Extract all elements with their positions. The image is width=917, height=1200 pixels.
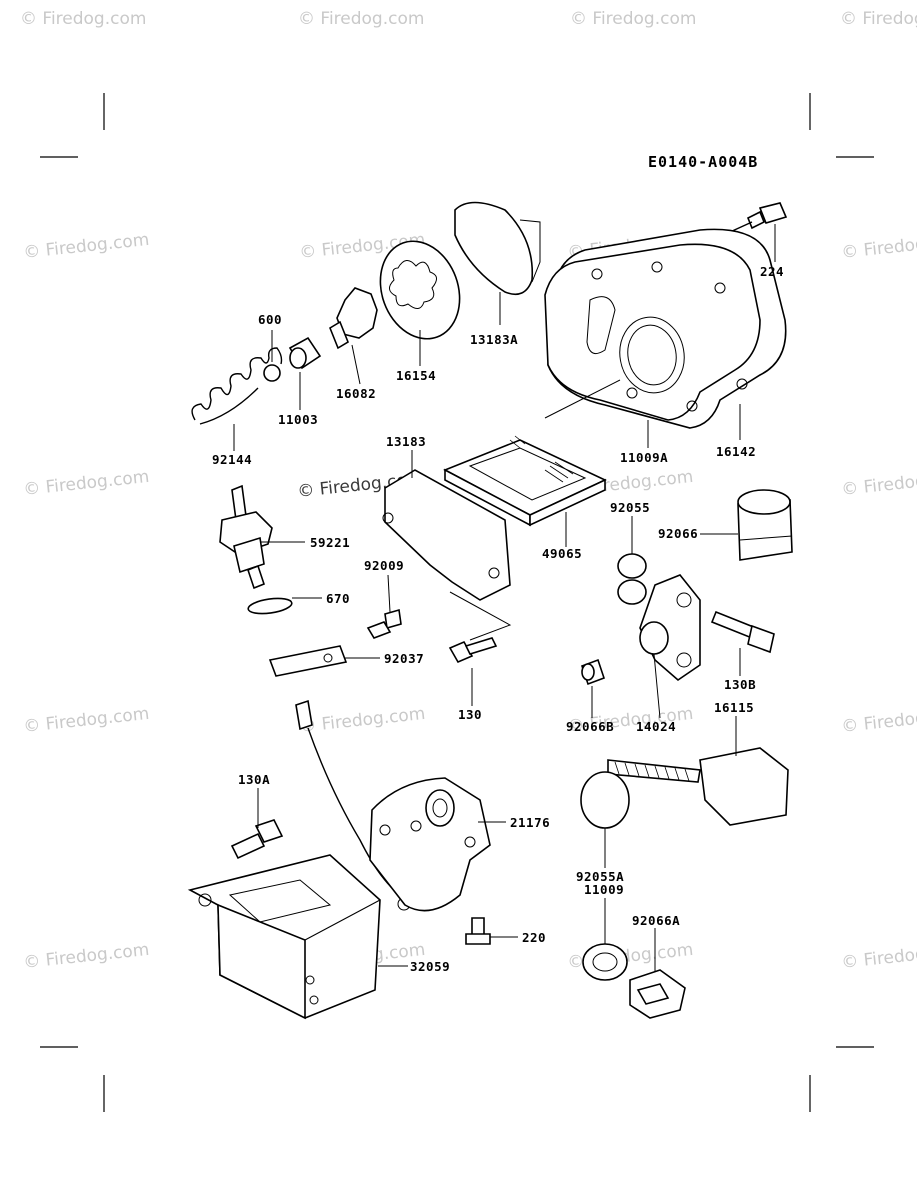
bushing-11003-icon [288,336,322,370]
part-label: 11009 [584,882,624,897]
part-label: 11003 [278,412,318,427]
watermark: © Firedog.com [22,230,150,263]
cover-13183A-icon [454,201,541,296]
bracket-14024-icon [639,574,701,682]
watermark: © Firedog.com [22,704,150,737]
o-rings-92055-icon [617,553,647,605]
part-label: 600 [258,312,282,327]
part-label: 92066B [566,719,614,734]
part-label: 11009A [620,450,668,465]
part-label: 13183A [470,332,518,347]
part-labels: 224 13183A 600 11003 16082 16154 92144 1… [212,264,784,974]
watermark: © Firedog.com [840,230,917,263]
bolt-224-icon [729,202,788,233]
plate-13183-icon [382,469,512,641]
bolt-130A-icon [230,819,284,860]
pump-housing-16142-icon [544,228,787,429]
washer-11009-icon [582,943,628,981]
o-ring-92055A-icon [580,771,630,829]
part-label: 224 [760,264,784,279]
crop-marks [40,93,874,1112]
fitting-92066B-icon [580,658,606,686]
o-ring-670-icon [247,597,293,615]
part-label: 16115 [714,700,754,715]
part-label: 32059 [410,959,450,974]
part-label: 92144 [212,452,252,467]
part-label: 14024 [636,719,676,734]
inner-rotor-16082-icon [329,287,378,350]
part-label: 16142 [716,444,756,459]
clip-92037-icon [268,645,348,677]
screw-220-icon [465,917,491,945]
part-label: 670 [326,591,350,606]
plug-92066-icon [737,489,793,561]
part-label: 92066 [658,526,698,541]
watermark: © Firedog.com [570,9,696,29]
part-label: 130B [724,677,756,692]
oil-switch-59221-icon [219,484,273,590]
leader-lines [233,224,776,972]
part-label: 92055A [576,869,624,884]
part-label: 59221 [310,535,350,550]
watermark: © Firedog.com [298,9,424,29]
diagram-code: E0140-A004B [648,153,759,171]
part-label: 49065 [542,546,582,561]
part-label: 16082 [336,386,376,401]
part-label: 130 [458,707,482,722]
bolt-130B-icon [710,610,775,654]
strainer-49065-icon [443,435,607,527]
bolt-130-icon [448,637,498,664]
watermark: © Firedog.com [298,704,426,737]
part-label: 130A [238,772,270,787]
spring-92144-icon [191,347,283,425]
screw-92009-icon [366,608,402,639]
outer-rotor-16154-icon [379,240,461,340]
dipstick-16115-icon [607,747,789,826]
part-label: 16154 [396,368,436,383]
part-label: 92055 [610,500,650,515]
watermark: © Firedog.com [840,704,917,737]
plug-92066A-icon [629,969,686,1019]
ball-600-icon [263,364,281,382]
part-label: 13183 [386,434,426,449]
part-label: 92066A [632,913,680,928]
watermark: © Firedog.com [20,9,146,29]
part-label: 92009 [364,558,404,573]
watermark: © Firedog.com [840,467,917,500]
oil-filter-21176-icon [369,777,491,912]
watermark: © Firedog.com [22,940,150,973]
part-label: 92037 [384,651,424,666]
watermark: © Firedog.com [22,467,150,500]
part-label: 21176 [510,815,550,830]
watermark: © Firedog.com [840,9,917,29]
watermark: © Firedog.com [840,940,917,973]
bracket-32059-icon [187,854,381,1020]
part-label: 220 [522,930,546,945]
